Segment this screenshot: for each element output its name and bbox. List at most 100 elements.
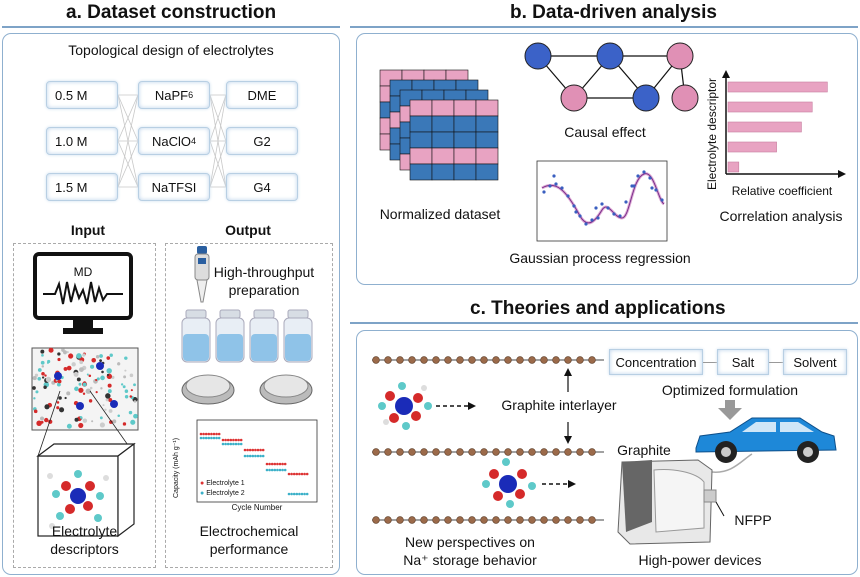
electrolyte-1-point [234,438,238,442]
md-atom [117,362,121,366]
electrolyte-1-point [287,472,291,476]
section-a-rule [2,26,340,28]
gpr-point [624,200,628,204]
dataset-cell [453,131,477,149]
carbon-atom [588,448,596,456]
md-atom [71,362,76,367]
formulation-link [769,362,783,363]
md-atom [95,391,98,394]
md-atom [59,407,65,413]
electrolyte-2-point [199,436,203,440]
md-atom [100,387,103,390]
carbon-atom [576,516,584,524]
md-atom [40,360,45,365]
electrolyte-2-point [224,442,227,446]
gpr-point [554,182,558,186]
electrolyte-2-point [281,468,284,472]
md-atom [32,376,37,381]
electrolyte-1-point [273,462,277,466]
electrolyte-1-point [298,472,301,476]
electrolyte-1-point [239,438,243,442]
gpr-point [572,204,576,208]
carbon-atom [384,448,392,456]
electrolyte-2-point [265,468,269,472]
md-atom [124,389,129,393]
carbon-atom [432,516,440,524]
md-atom [76,377,81,382]
md-atom [82,392,86,395]
electrolyte-2-point [300,492,304,496]
corr-ylabel: Electrolyte descriptor [705,77,719,190]
md-sodium-atom [76,402,84,410]
md-atom [79,367,84,373]
output-box [165,243,333,568]
md-atom [105,398,109,402]
electrolyte-1-point [292,472,296,476]
carbon-atom [540,516,548,524]
electrolyte-2-point [298,492,301,496]
carbon-atom [432,356,440,364]
electrolyte-2-point [268,468,271,472]
md-atom [56,382,61,387]
electrolyte-2-point [283,468,287,472]
electrolyte-1-point [305,472,309,476]
electrolyte-2-point [295,492,299,496]
md-atom [56,401,60,404]
gpr-point [560,186,564,190]
md-atom [78,422,84,429]
carbon-atom [576,356,584,364]
md-atom [36,420,42,426]
gpr-point [648,176,652,180]
dataset-cell [409,147,433,165]
bottles-icon [181,309,313,363]
gpr-point [650,186,654,190]
gpr-point [548,184,552,188]
md-atom [102,404,105,407]
md-atom [44,417,49,423]
md-atom [99,354,103,358]
gpr-point [606,206,610,210]
md-atom [68,353,74,359]
md-atom [37,376,42,381]
md-atom [122,422,127,426]
dataset-cell [431,99,455,117]
md-atom [82,418,88,423]
md-atom [57,352,61,356]
carbon-atom [420,448,428,456]
carbon-atom [588,516,596,524]
electrolyte-1-point [229,438,233,442]
md-atom [47,359,51,364]
device-icon [617,453,753,545]
dataset-cell [475,131,499,149]
md-atom [76,353,82,359]
carbon-atom [552,356,560,364]
carbon-atom [516,516,524,524]
electrolyte-2-point [202,436,205,440]
electrolyte-2-point [243,454,247,458]
carbon-atom [480,448,488,456]
electrolyte-2-point [229,442,233,446]
md-atom [63,366,68,371]
corr-bar [727,121,802,133]
md-atom [108,409,113,413]
gpr-point [612,212,616,216]
electrolyte-2-point [237,442,240,446]
md-atom [99,416,103,420]
carbon-atom [396,448,404,456]
dataset-cell [475,147,499,165]
causal-label: Causal effect [564,124,646,140]
carbon-atom [480,516,488,524]
normalized-label: Normalized dataset [379,206,501,222]
md-atom [88,374,92,378]
electrolyte-1-point [256,448,260,452]
carbon-atom [528,516,536,524]
electrolyte-2-point [212,436,216,440]
molecular-dynamics-snapshot [31,347,139,538]
md-atom [41,376,45,379]
electrolyte-1-point [212,432,216,436]
carbon-atom [372,356,380,364]
gpr-plot [536,160,668,242]
prep-label-1: High-throughput [213,264,315,280]
md-atom [124,369,127,372]
